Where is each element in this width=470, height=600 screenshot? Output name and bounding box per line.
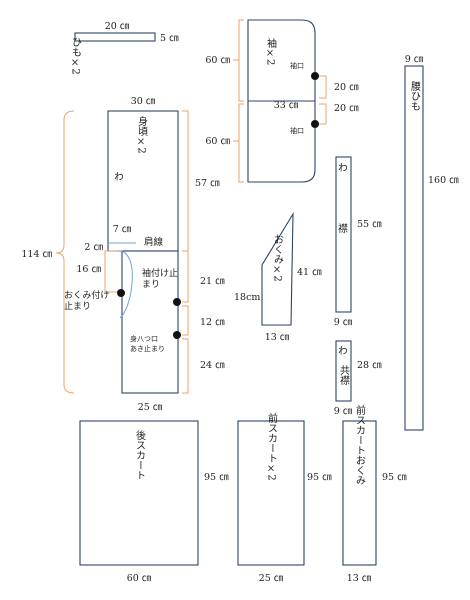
sode-piece: 60 ㎝ 60 ㎝ 袖×2 袖口 袖口 20 ㎝ 20 ㎝ 33 ㎝ bbox=[205, 19, 359, 183]
migoro-two: 2 ㎝ bbox=[84, 242, 103, 253]
koshihimo-label: 腰ひも bbox=[409, 81, 421, 111]
migoro-total: 114 ㎝ bbox=[21, 249, 52, 260]
sode-height-bottom: 60 ㎝ bbox=[205, 136, 230, 147]
migoro-upper-bracket bbox=[182, 110, 189, 252]
okumi-stop-label: おくみ付け止まり bbox=[64, 290, 109, 312]
sodeguchi-top: 袖口 bbox=[290, 61, 304, 70]
sode-mark-bracket-a bbox=[319, 75, 327, 99]
sode-label: 袖×2 bbox=[265, 37, 277, 66]
migoro-upper bbox=[107, 110, 179, 252]
mae-okumi-width: 13 ㎝ bbox=[347, 573, 372, 584]
okumi-height: 41 ㎝ bbox=[297, 267, 322, 278]
migoro-wa: わ bbox=[114, 172, 124, 183]
tomoeri-piece: わ 共襟 28 ㎝ 9 ㎝ bbox=[334, 340, 382, 417]
okumi-left: 18cm bbox=[234, 292, 260, 303]
neck-curve bbox=[119, 250, 133, 319]
kata-line-label: 肩線 bbox=[144, 236, 164, 248]
sode-mark-top bbox=[311, 72, 319, 80]
sode-mark-bracket-b bbox=[319, 103, 327, 125]
yatsu-stop-dot bbox=[173, 331, 181, 339]
mae-skirt-height: 95 ㎝ bbox=[307, 472, 332, 483]
yatsu-stop-label: 身八つ口あき止まり bbox=[130, 334, 165, 353]
migoro-d21: 21 ㎝ bbox=[200, 276, 225, 287]
migoro-total-brace bbox=[55, 110, 75, 394]
mae-okumi-height: 95 ㎝ bbox=[382, 472, 407, 483]
migoro-lower bbox=[121, 250, 179, 394]
migoro-sixteen: 16 ㎝ bbox=[76, 264, 101, 275]
sode-bracket-bottom bbox=[238, 103, 244, 183]
sode-mark-bottom bbox=[311, 120, 319, 128]
migoro-seven: 7 ㎝ bbox=[113, 224, 132, 235]
mae-okumi-piece: 前スカートおくみ 95 ㎝ 13 ㎝ bbox=[342, 404, 407, 584]
tomoeri-length: 28 ㎝ bbox=[357, 360, 382, 371]
mae-skirt-piece: 前スカート×2 95 ㎝ 25 ㎝ bbox=[237, 412, 332, 584]
ushiro-skirt-height: 95 ㎝ bbox=[204, 472, 229, 483]
sode-width: 33 ㎝ bbox=[274, 100, 299, 111]
himo-label: ひも×2 bbox=[70, 37, 81, 74]
himo-rect bbox=[74, 32, 156, 42]
ushiro-skirt-width: 60 ㎝ bbox=[127, 573, 152, 584]
mae-skirt-label: 前スカート×2 bbox=[266, 412, 278, 481]
koshihimo-length: 160 ㎝ bbox=[428, 175, 459, 186]
eri-label: 襟 bbox=[338, 222, 348, 235]
mae-okumi-label: 前スカートおくみ bbox=[354, 404, 366, 485]
sodeguchi-bottom: 袖口 bbox=[290, 126, 304, 135]
okumi-label: おくみ×2 bbox=[272, 234, 284, 282]
sode-stop-dot bbox=[173, 298, 181, 306]
sode-height-top: 60 ㎝ bbox=[205, 55, 230, 66]
sode-mark-a: 20 ㎝ bbox=[334, 82, 359, 93]
koshihimo-width: 9 ㎝ bbox=[405, 54, 424, 65]
eri-piece: わ 襟 55 ㎝ 9 ㎝ bbox=[334, 156, 382, 328]
koshihimo-piece: 9 ㎝ 腰ひも 160 ㎝ bbox=[404, 54, 459, 431]
migoro-bottom: 25 ㎝ bbox=[138, 402, 163, 413]
sode-bracket-top bbox=[238, 19, 244, 102]
tomoeri-rect bbox=[335, 340, 352, 402]
tomoeri-width: 9 ㎝ bbox=[334, 406, 353, 417]
sode-mark-b: 20 ㎝ bbox=[334, 103, 359, 114]
tomoeri-label: 共襟 bbox=[338, 365, 350, 386]
ushiro-skirt-label: 後スカート bbox=[134, 429, 146, 480]
koshihimo-rect bbox=[404, 65, 424, 431]
migoro-d12: 12 ㎝ bbox=[200, 317, 225, 328]
migoro-upper-dim: 57 ㎝ bbox=[195, 178, 220, 189]
mae-skirt-width: 25 ㎝ bbox=[259, 573, 284, 584]
ushiro-skirt-rect bbox=[79, 420, 199, 566]
okumi-bottom: 13 ㎝ bbox=[265, 332, 290, 343]
okumi-stop-dot bbox=[117, 289, 125, 297]
ushiro-skirt-piece: 後スカート 95 ㎝ 60 ㎝ bbox=[79, 420, 229, 584]
migoro-label: 身頃×2 bbox=[136, 115, 148, 154]
himo-piece: 20 ㎝ 5 ㎝ ひも×2 bbox=[70, 21, 180, 75]
eri-wa: わ bbox=[338, 163, 348, 174]
himo-height: 5 ㎝ bbox=[160, 33, 179, 44]
migoro-width: 30 ㎝ bbox=[131, 96, 156, 107]
migoro-piece: 7 ㎝ 2 ㎝ 肩線 30 ㎝ 身頃×2 わ 57 ㎝ 114 ㎝ 16 ㎝ お… bbox=[21, 96, 225, 413]
eri-length: 55 ㎝ bbox=[357, 219, 382, 230]
migoro-d24: 24 ㎝ bbox=[200, 360, 225, 371]
mae-okumi-rect bbox=[342, 420, 377, 566]
migoro-sixteen-bracket bbox=[104, 250, 117, 293]
himo-width: 20 ㎝ bbox=[105, 21, 130, 32]
okumi-shape bbox=[261, 211, 294, 326]
sode-stop-label: 袖付け止まり bbox=[142, 267, 178, 290]
okumi-piece: おくみ×2 41 ㎝ 18cm 13 ㎝ bbox=[234, 211, 322, 343]
eri-rect bbox=[335, 156, 352, 313]
eri-width: 9 ㎝ bbox=[334, 317, 353, 328]
mae-skirt-rect bbox=[237, 420, 305, 566]
tomoeri-wa: わ bbox=[338, 346, 348, 357]
